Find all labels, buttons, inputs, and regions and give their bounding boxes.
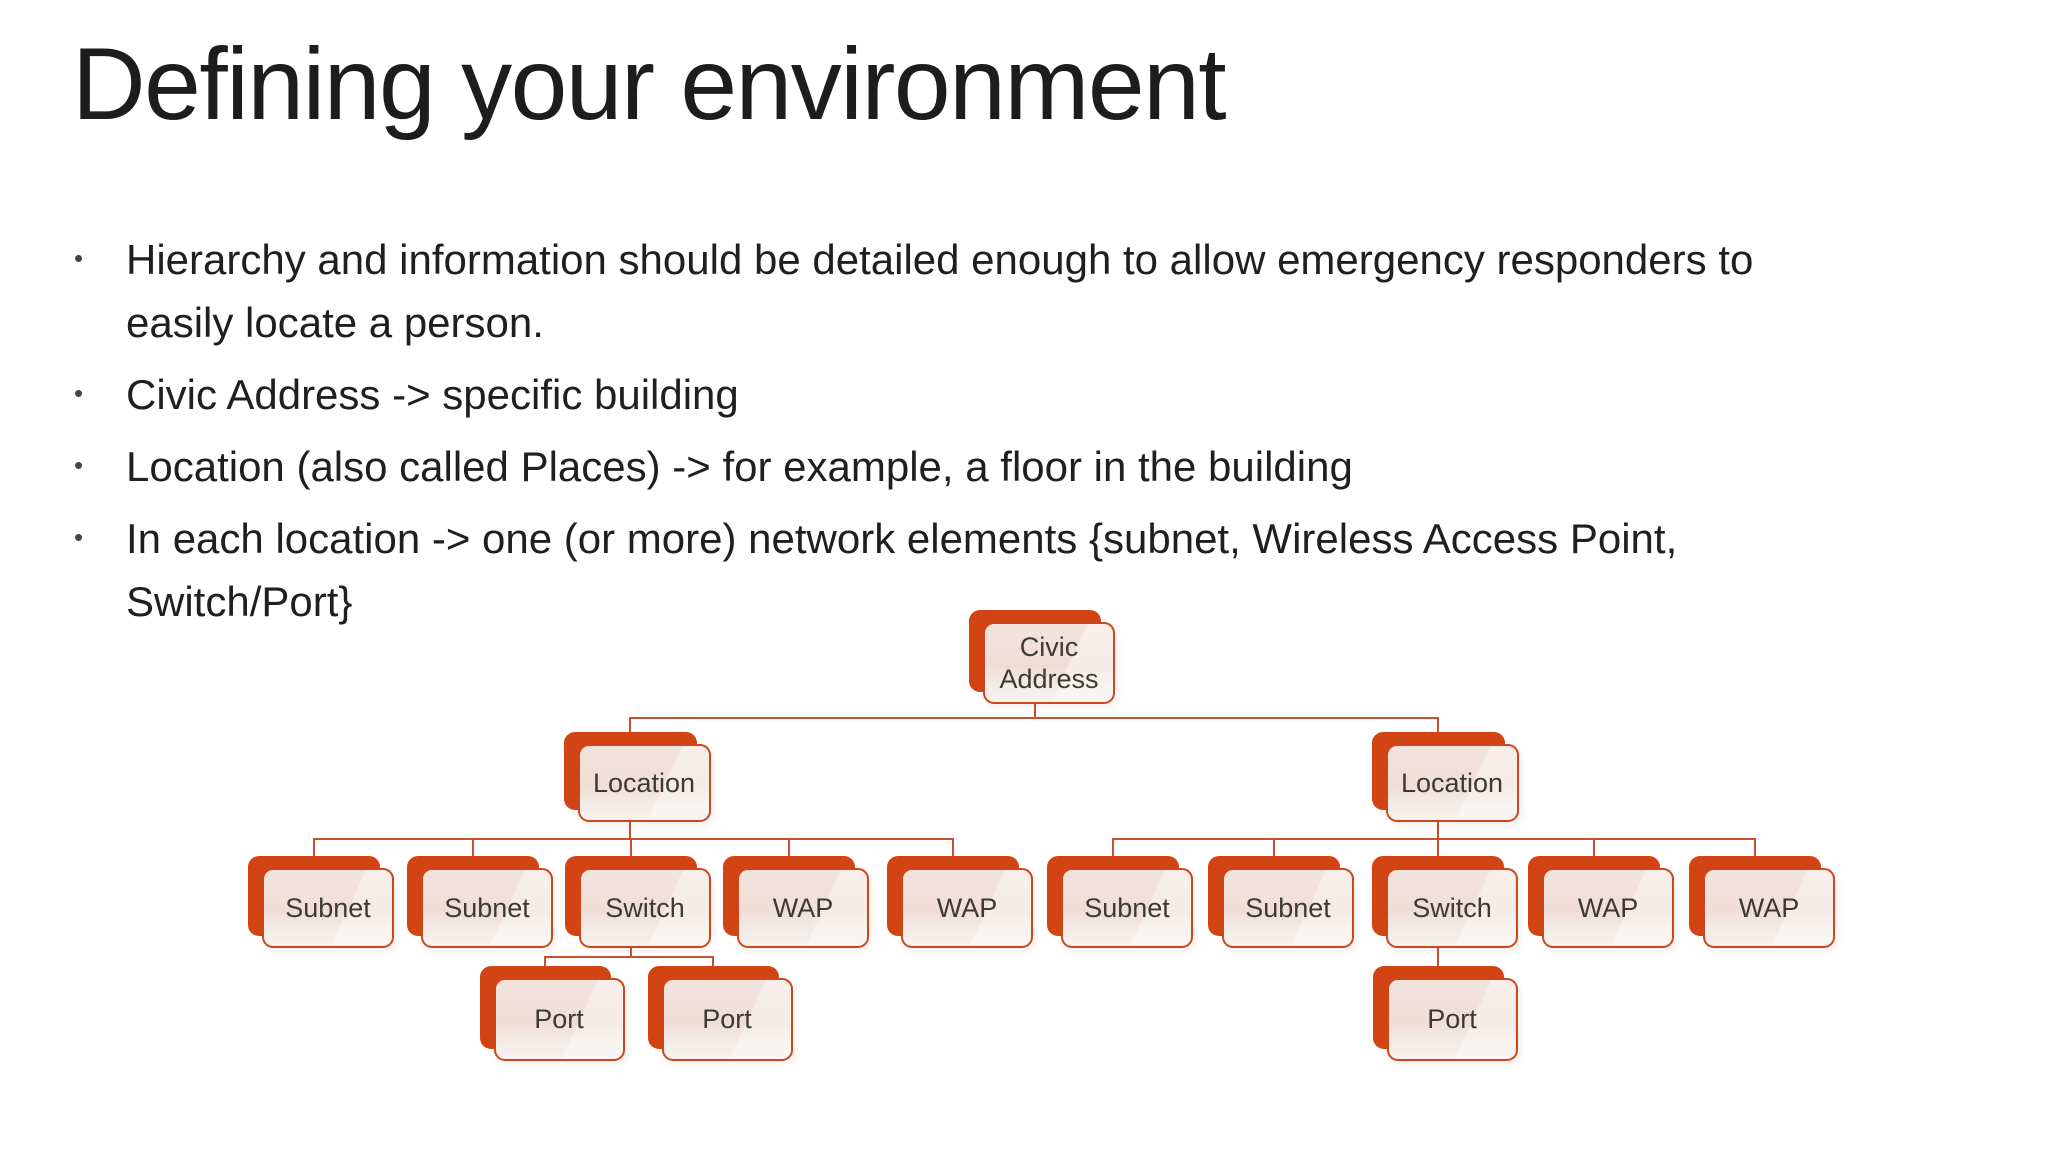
node-loc1: Location — [577, 744, 711, 822]
bullet-text: Civic Address -> specific building — [126, 371, 739, 418]
bullet-marker: • — [74, 450, 84, 480]
bullet-marker: • — [74, 522, 84, 552]
node-wap2: WAP — [901, 868, 1033, 948]
node-label: Location — [592, 767, 696, 798]
node-loc2: Location — [1385, 744, 1519, 822]
bullet-marker: • — [74, 378, 84, 408]
node-label: WAP — [772, 892, 834, 923]
node-label: Subnet — [444, 892, 530, 923]
node-wap4: WAP — [1703, 868, 1835, 948]
node-subnet3: Subnet — [1061, 868, 1193, 948]
connector-path — [313, 704, 1756, 966]
node-label: WAP — [1738, 892, 1800, 923]
node-label: Civic Address — [999, 631, 1099, 694]
node-port3: Port — [1386, 978, 1518, 1061]
node-label: Subnet — [1245, 892, 1331, 923]
bullet-item: • Hierarchy and information should be det… — [74, 228, 1994, 354]
node-label: Port — [1427, 1004, 1477, 1035]
node-label: Port — [702, 1004, 752, 1035]
node-wap1: WAP — [737, 868, 869, 948]
node-wap3: WAP — [1542, 868, 1674, 948]
node-label: Switch — [605, 892, 685, 923]
node-label: Location — [1400, 767, 1504, 798]
node-label: Port — [534, 1004, 584, 1035]
bullet-text: Hierarchy and information should be deta… — [126, 236, 1754, 346]
bullet-item: • Location (also called Places) -> for ex… — [74, 435, 1994, 498]
bullet-text: In each location -> one (or more) networ… — [126, 515, 1678, 625]
node-label: WAP — [1577, 892, 1639, 923]
node-port1: Port — [493, 978, 625, 1061]
node-civic: Civic Address — [983, 622, 1115, 704]
node-switch1: Switch — [579, 868, 711, 948]
node-label: Subnet — [285, 892, 371, 923]
page-title: Defining your environment — [72, 27, 1227, 141]
bullet-marker: • — [74, 243, 84, 273]
bullet-text: Location (also called Places) -> for exa… — [126, 443, 1353, 490]
node-subnet1: Subnet — [262, 868, 394, 948]
bullet-list: • Hierarchy and information should be det… — [74, 228, 1994, 642]
node-subnet4: Subnet — [1222, 868, 1354, 948]
bullet-item: • In each location -> one (or more) netwo… — [74, 507, 1994, 633]
node-switch2: Switch — [1386, 868, 1518, 948]
bullet-item: • Civic Address -> specific building — [74, 363, 1994, 426]
node-label: Subnet — [1084, 892, 1170, 923]
node-label: Switch — [1412, 892, 1492, 923]
node-subnet2: Subnet — [421, 868, 553, 948]
node-label: WAP — [936, 892, 998, 923]
node-port2: Port — [661, 978, 793, 1061]
